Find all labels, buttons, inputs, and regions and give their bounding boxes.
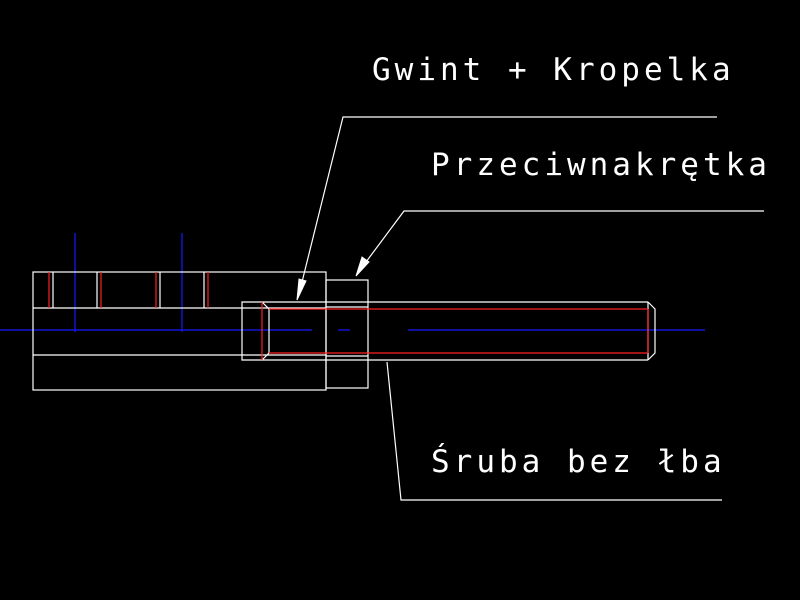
arrow-locknut (355, 256, 370, 277)
locknut-part (325, 279, 369, 389)
label-setscrew: Śruba bez łba (431, 443, 726, 480)
label-thread: Gwint + Kropelka (372, 52, 735, 88)
label-locknut: Przeciwnakrętka (431, 147, 771, 183)
leader-locknut (365, 210, 764, 263)
arrow-thread (296, 278, 307, 301)
centerlines (0, 233, 705, 332)
arrowheads (296, 256, 370, 301)
locknut-outline (325, 279, 369, 389)
body-outline (32, 271, 327, 391)
leader-thread (301, 116, 717, 283)
body-part (32, 271, 327, 391)
setscrew-left-end (241, 301, 270, 361)
leader-lines (301, 116, 764, 501)
hole-thread-lines (48, 272, 209, 308)
setscrew-right-end (647, 301, 656, 361)
setscrew-part (241, 301, 656, 361)
leader-setscrew (386, 361, 722, 501)
